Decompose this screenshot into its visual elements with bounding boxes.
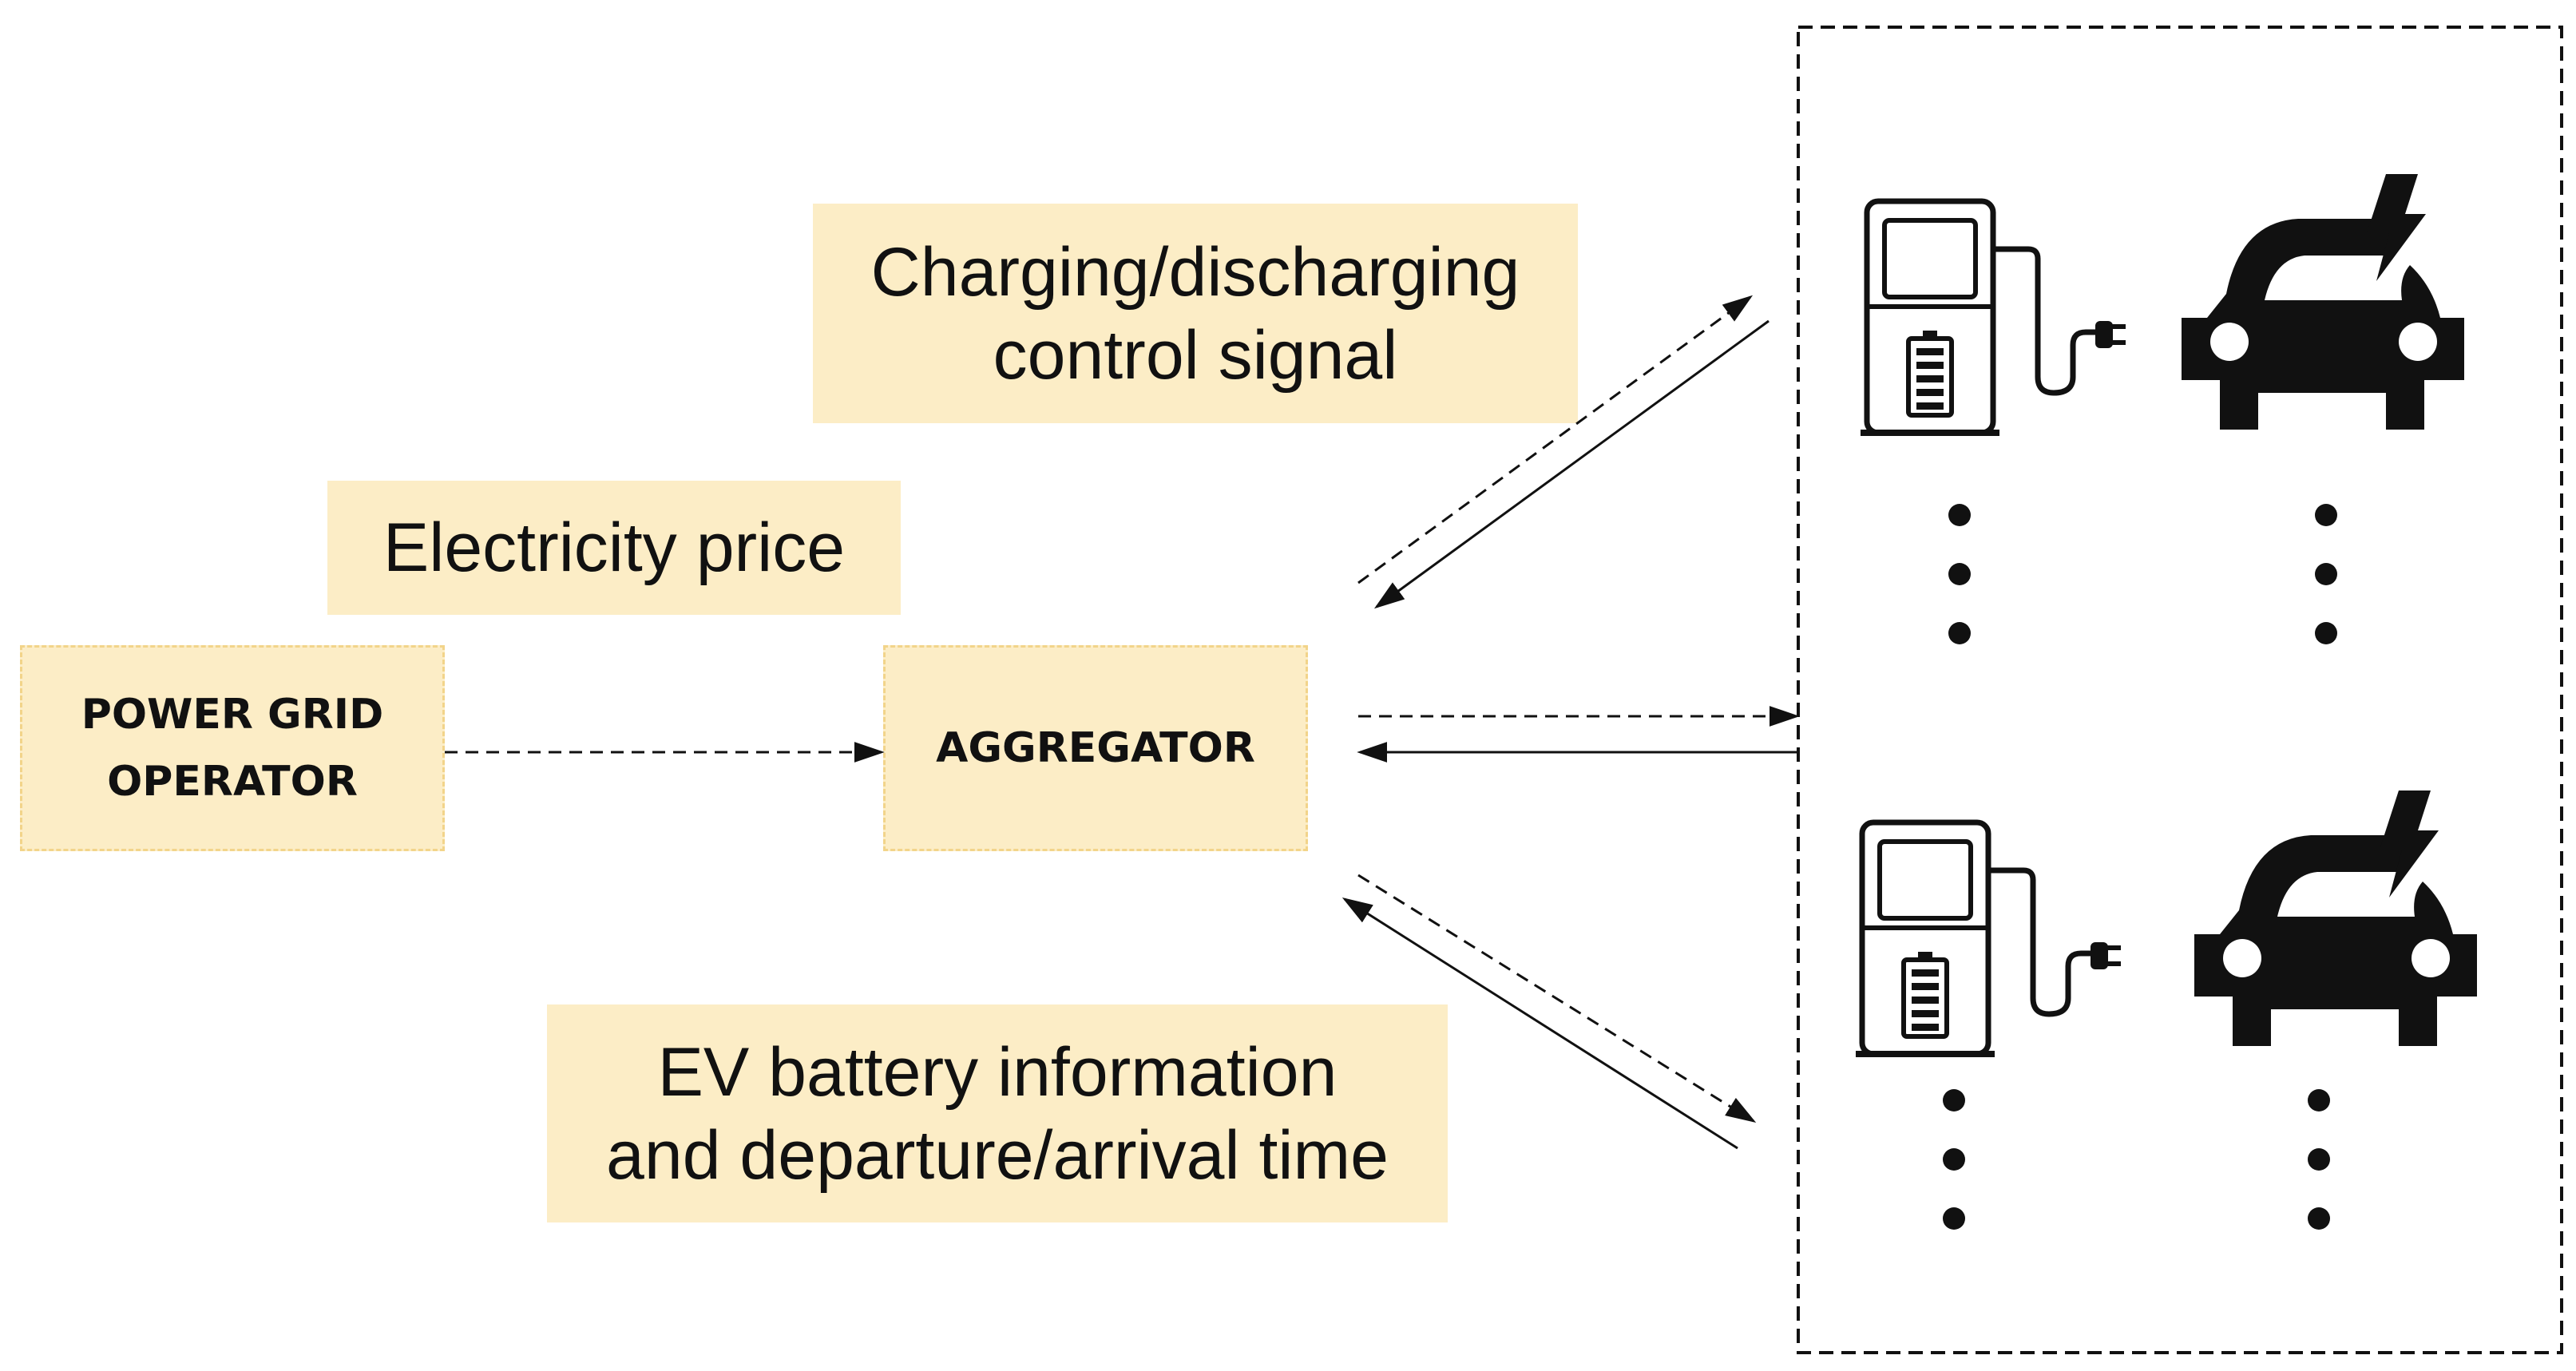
power-grid-operator-line-2: OPERATOR [107, 758, 358, 806]
lower-dashed-arrow [1357, 874, 1757, 1123]
battery-info-line-2: and departure/arrival time [606, 1116, 1389, 1194]
ev-fleet-frame [1797, 26, 2563, 1354]
battery-info-label: EV battery information and departure/arr… [547, 1004, 1448, 1222]
power-grid-operator-line-1: POWER GRID [81, 691, 384, 739]
electric-car-icon [2194, 791, 2477, 1046]
charging-station-icon [1856, 822, 2121, 1054]
vertical-ellipsis-icon [1943, 1089, 1965, 1230]
control-signal-line-2: control signal [993, 316, 1398, 394]
vertical-ellipsis-icon [2308, 1089, 2330, 1230]
electricity-price-label: Electricity price [327, 481, 901, 615]
upper-feedback-arrow [1373, 319, 1770, 609]
control-signal-arrow [1357, 295, 1754, 584]
control-signal-line-1: Charging/discharging [870, 233, 1520, 311]
battery-info-line-1: EV battery information [657, 1033, 1338, 1111]
electric-car-icon [2182, 174, 2464, 430]
electricity-price-text: Electricity price [382, 509, 846, 586]
power-grid-operator-node: POWER GRID OPERATOR [20, 645, 445, 851]
charging-station-icon [1861, 201, 2126, 433]
aggregator-text: AGGREGATOR [936, 724, 1255, 772]
aggregator-node: AGGREGATOR [883, 645, 1308, 851]
vertical-ellipsis-icon [2315, 504, 2337, 644]
battery-info-arrow [1342, 897, 1738, 1150]
control-signal-label: Charging/discharging control signal [813, 204, 1578, 423]
vertical-ellipsis-icon [1948, 504, 1971, 644]
